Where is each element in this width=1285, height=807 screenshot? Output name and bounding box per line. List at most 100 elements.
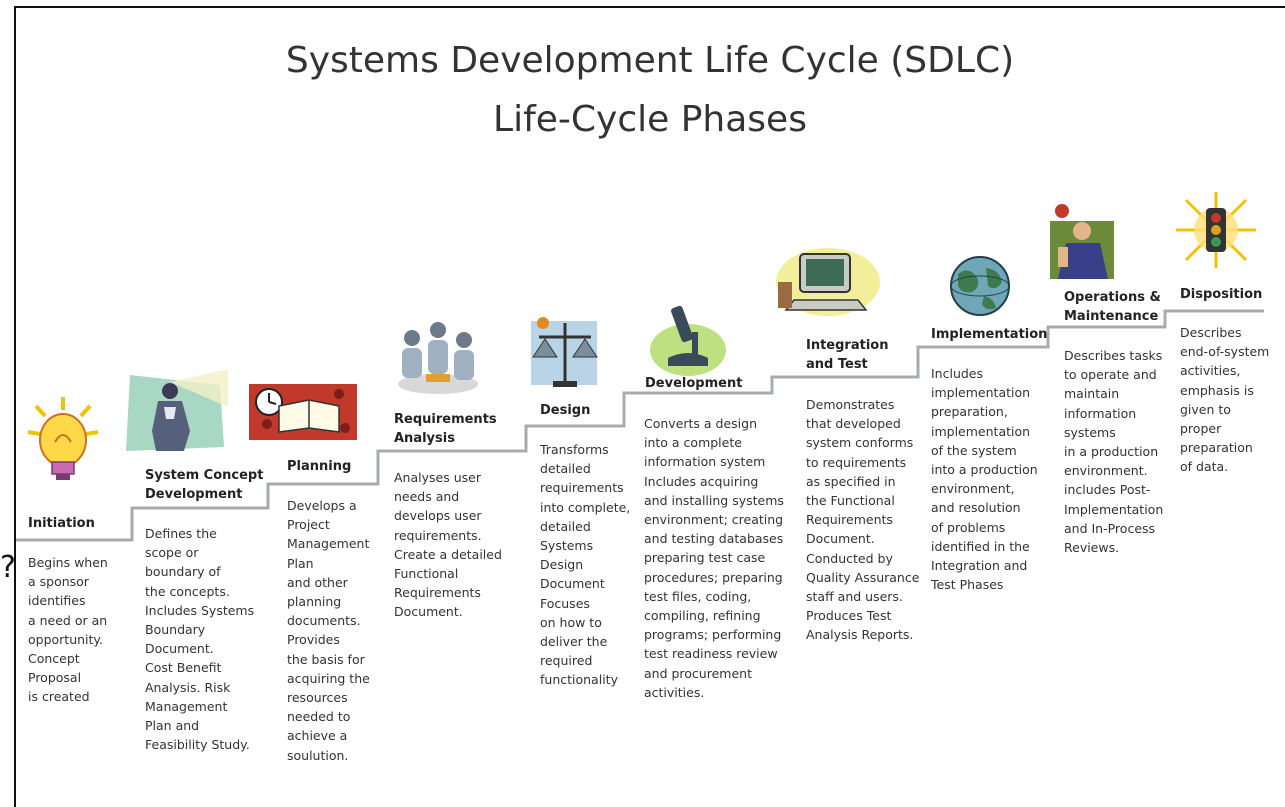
- phase-disposition-title: Disposition: [1180, 285, 1262, 304]
- book-clock-icon: [249, 384, 357, 440]
- computer-icon: [776, 248, 880, 316]
- phase-implementation-title: Implementation: [931, 325, 1047, 344]
- globe-icon: [950, 256, 1010, 316]
- desc-line: Integration and: [931, 558, 1028, 574]
- desc-line: Includes Systems: [145, 602, 255, 618]
- desc-line: Design: [540, 557, 584, 573]
- desc-line: Analysis Reports.: [806, 627, 914, 643]
- desc-line: environment.: [1064, 463, 1148, 479]
- desc-line: and procurement: [644, 665, 752, 681]
- desc-line: Management: [145, 698, 228, 714]
- desc-line: opportunity.: [28, 631, 104, 647]
- desc-line: required: [540, 653, 593, 669]
- desc-line: Cost Benefit: [145, 660, 222, 676]
- diagram-frame: [14, 6, 1285, 807]
- phase-title-line: Requirements: [394, 412, 497, 427]
- people-meeting-icon: [398, 322, 478, 394]
- desc-line: Includes acquiring: [644, 473, 759, 489]
- phase-title-line: System Concept: [145, 468, 264, 483]
- desc-line: identifies: [28, 593, 86, 609]
- desc-line: Concept: [28, 651, 80, 667]
- phase-operations-title: Operations & Maintenance: [1064, 288, 1161, 326]
- desc-line: needed to: [287, 709, 351, 725]
- phase-system-concept-desc: Defines the scope or boundary of the con…: [145, 524, 254, 754]
- desc-line: scope or: [145, 545, 199, 561]
- phase-operations-desc: Describes tasks to operate and maintain …: [1064, 346, 1163, 557]
- desc-line: environment,: [931, 481, 1015, 497]
- desc-line: the Functional: [806, 493, 895, 509]
- scales-icon: [531, 317, 598, 387]
- desc-line: implementation: [931, 385, 1031, 401]
- desc-line: as specified in: [806, 473, 896, 489]
- worker-icon: [1050, 204, 1114, 279]
- phase-implementation-desc: Includes implementation preparation, imp…: [931, 364, 1038, 594]
- desc-line: requirements.: [394, 527, 482, 543]
- desc-line: Produces Test: [806, 608, 892, 624]
- desc-line: of data.: [1180, 459, 1229, 475]
- desc-line: Conducted by: [806, 550, 893, 566]
- desc-line: is created: [28, 689, 90, 705]
- phase-development-desc: Converts a design into a complete inform…: [644, 414, 784, 702]
- desc-line: Converts a design: [644, 416, 758, 431]
- phase-title-line: Planning: [287, 459, 352, 474]
- phase-title-line: Implementation: [931, 327, 1048, 342]
- desc-line: needs and: [394, 489, 460, 505]
- desc-line: into a production: [931, 462, 1038, 478]
- desc-line: Describes tasks: [1064, 348, 1163, 363]
- phase-requirements-title: Requirements Analysis: [394, 410, 497, 448]
- desc-line: planning: [287, 594, 342, 610]
- desc-line: that developed: [806, 416, 901, 432]
- desc-line: test readiness review: [644, 646, 778, 662]
- desc-line: Defines the: [145, 526, 217, 541]
- phase-title-line: Integration: [806, 338, 889, 353]
- desc-line: Test Phases: [931, 577, 1004, 593]
- diagram-subtitle: Life-Cycle Phases: [493, 99, 807, 140]
- diagram-title: Systems Development Life Cycle (SDLC): [285, 40, 1015, 81]
- phase-requirements-desc: Analyses user needs and develops user re…: [394, 468, 502, 622]
- desc-line: preparation: [1180, 440, 1253, 456]
- desc-line: preparation,: [931, 404, 1008, 420]
- phase-title-line: Development: [145, 487, 243, 502]
- desc-line: maintain: [1064, 386, 1120, 402]
- desc-line: Demonstrates: [806, 397, 895, 412]
- desc-line: Analyses user: [394, 470, 481, 485]
- desc-line: requirements: [540, 480, 624, 496]
- desc-line: Create a detailed: [394, 546, 502, 562]
- phase-design-title: Design: [540, 401, 590, 420]
- desc-line: preparing test case: [644, 550, 766, 566]
- desc-line: Focuses: [540, 595, 590, 611]
- desc-line: Feasibility Study.: [145, 737, 250, 753]
- desc-line: includes Post-: [1064, 482, 1151, 498]
- desc-line: boundary of: [145, 564, 221, 580]
- desc-line: system conforms: [806, 435, 914, 451]
- phase-planning-title: Planning: [287, 457, 351, 476]
- phase-title-line: Development: [645, 376, 743, 391]
- desc-line: to operate and: [1064, 367, 1157, 383]
- desc-line: of problems: [931, 519, 1006, 535]
- phase-initiation-desc: Begins when a sponsor identifies a need …: [28, 553, 108, 707]
- phase-title-line: Initiation: [28, 516, 95, 531]
- desc-line: Management: [287, 536, 370, 552]
- phase-initiation-title: Initiation: [28, 514, 95, 533]
- desc-line: Analysis. Risk: [145, 679, 231, 695]
- phase-integration-title: Integration and Test: [806, 336, 888, 374]
- desc-line: staff and users.: [806, 589, 903, 605]
- desc-line: in a production: [1064, 444, 1159, 460]
- desc-line: Reviews.: [1064, 540, 1120, 556]
- desc-line: of the system: [931, 442, 1017, 458]
- desc-line: and In-Process: [1064, 520, 1156, 536]
- desc-line: and resolution: [931, 500, 1021, 516]
- desc-line: to requirements: [806, 454, 907, 470]
- phase-title-line: Disposition: [1180, 287, 1263, 302]
- desc-line: emphasis is: [1180, 382, 1254, 398]
- stray-question-mark: ?: [0, 550, 16, 585]
- desc-line: information system: [644, 454, 766, 470]
- lightbulb-icon: [27, 397, 99, 480]
- phase-development-title: Development: [645, 374, 742, 393]
- desc-line: implementation: [931, 423, 1031, 439]
- desc-line: Boundary: [145, 622, 206, 638]
- phase-design-desc: Transforms detailed requirements into co…: [540, 440, 630, 690]
- desc-line: procedures; preparing: [644, 569, 783, 585]
- desc-line: Transforms: [540, 442, 609, 457]
